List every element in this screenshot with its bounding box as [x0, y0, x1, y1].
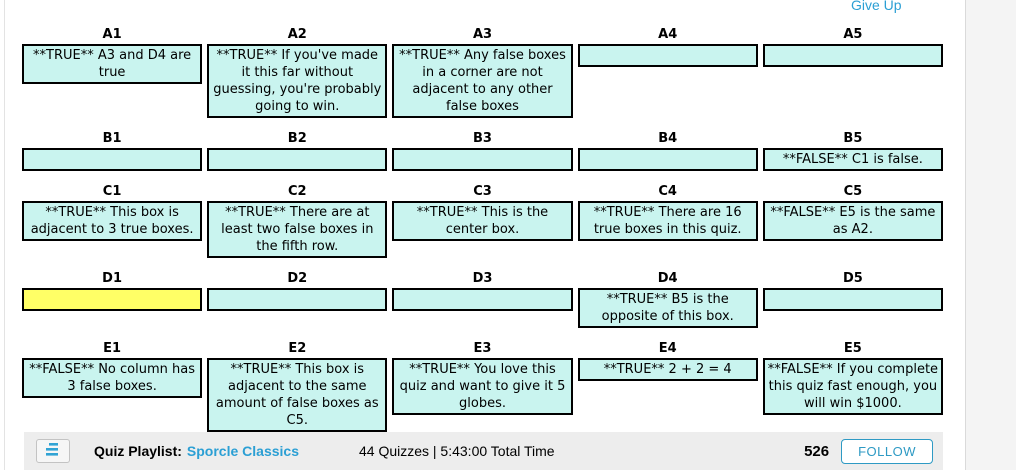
cell-label: D5 [842, 271, 863, 286]
answer-box-active[interactable] [22, 288, 203, 311]
quiz-cell: D5 [762, 271, 943, 311]
grid-row-b: B1 B2 B3 B4 B5 **FALSE** C1 is false. [22, 131, 943, 171]
answer-box: **TRUE** Any false boxes in a corner are… [392, 44, 573, 118]
answer-box: **TRUE** This box is adjacent to 3 true … [22, 201, 203, 241]
answer-box[interactable] [577, 44, 758, 67]
cell-label: B5 [843, 131, 863, 146]
answer-box[interactable] [762, 288, 943, 311]
grid-row-a: A1 **TRUE** A3 and D4 are true A2 **TRUE… [22, 27, 943, 118]
answer-box: **FALSE** If you complete this quiz fast… [762, 358, 943, 415]
cell-label: A2 [287, 27, 307, 42]
playlist-bar-right: 526 FOLLOW [804, 438, 933, 464]
quiz-cell: D4 **TRUE** B5 is the opposite of this b… [577, 271, 758, 328]
answer-box: **FALSE** E5 is the same as A2. [762, 201, 943, 241]
quiz-cell: C1 **TRUE** This box is adjacent to 3 tr… [22, 184, 203, 241]
cell-label: C5 [843, 184, 863, 199]
answer-box[interactable] [207, 148, 388, 171]
cell-label: D2 [287, 271, 308, 286]
quiz-cell: B3 [392, 131, 573, 171]
quiz-playlist-bar: Quiz Playlist: Sporcle Classics 44 Quizz… [24, 432, 943, 470]
quiz-cell: A4 [577, 27, 758, 67]
follow-button[interactable]: FOLLOW [841, 438, 933, 464]
answer-box[interactable] [577, 148, 758, 171]
cell-label: D1 [102, 271, 123, 286]
cell-label: C1 [102, 184, 122, 199]
quiz-cell: C2 **TRUE** There are at least two false… [207, 184, 388, 258]
cell-label: C2 [287, 184, 307, 199]
answer-box: **TRUE** You love this quiz and want to … [392, 358, 573, 415]
answer-box: **TRUE** This is the center box. [392, 201, 573, 241]
cell-label: E3 [473, 341, 492, 356]
quiz-cell: C3 **TRUE** This is the center box. [392, 184, 573, 241]
answer-box[interactable] [392, 288, 573, 311]
answer-box: **TRUE** If you've made it this far with… [207, 44, 388, 118]
playlist-icon [45, 443, 61, 459]
quiz-cell: E4 **TRUE** 2 + 2 = 4 [577, 341, 758, 381]
cell-label: E2 [288, 341, 307, 356]
answer-box[interactable] [392, 148, 573, 171]
quiz-cell: A1 **TRUE** A3 and D4 are true [22, 27, 203, 84]
cell-label: A1 [102, 27, 122, 42]
cell-label: C4 [658, 184, 677, 199]
playlist-meta: 44 Quizzes | 5:43:00 Total Time [358, 443, 555, 459]
cell-label: E4 [658, 341, 677, 356]
answer-box: **TRUE** A3 and D4 are true [22, 44, 203, 84]
cell-label: C3 [473, 184, 492, 199]
grid-row-c: C1 **TRUE** This box is adjacent to 3 tr… [22, 184, 943, 258]
quiz-cell: B1 [22, 131, 203, 171]
quiz-cell: B5 **FALSE** C1 is false. [762, 131, 943, 171]
cell-label: B1 [102, 131, 122, 146]
answer-box[interactable] [207, 288, 388, 311]
quiz-cell: B2 [207, 131, 388, 171]
give-up-link[interactable]: Give Up [851, 0, 902, 13]
quiz-cell: A2 **TRUE** If you've made it this far w… [207, 27, 388, 118]
quiz-cell: D1 [22, 271, 203, 311]
cell-label: B2 [287, 131, 307, 146]
answer-box: **TRUE** There are 16 true boxes in this… [577, 201, 758, 241]
cell-label: A4 [658, 27, 678, 42]
grid-row-d: D1 D2 D3 D4 **TRUE** B5 is the opposite … [22, 271, 943, 328]
quiz-cell: E2 **TRUE** This box is adjacent to the … [207, 341, 388, 432]
answer-box: **FALSE** No column has 3 false boxes. [22, 358, 203, 398]
cell-label: A5 [843, 27, 863, 42]
quiz-grid: A1 **TRUE** A3 and D4 are true A2 **TRUE… [22, 27, 943, 445]
playlist-name-link[interactable]: Sporcle Classics [186, 443, 299, 459]
answer-box[interactable] [762, 44, 943, 67]
answer-box: **TRUE** 2 + 2 = 4 [577, 358, 758, 381]
quiz-cell: B4 [577, 131, 758, 171]
cell-label: B3 [473, 131, 492, 146]
quiz-cell: A3 **TRUE** Any false boxes in a corner … [392, 27, 573, 118]
cell-label: E5 [843, 341, 862, 356]
playlist-button[interactable] [36, 439, 70, 463]
quiz-cell: E5 **FALSE** If you complete this quiz f… [762, 341, 943, 415]
right-gutter-panel [965, 0, 1016, 470]
cell-label: D3 [472, 271, 493, 286]
follower-count: 526 [804, 442, 830, 460]
cell-label: E1 [103, 341, 122, 356]
cell-label: D4 [657, 271, 678, 286]
answer-box[interactable] [22, 148, 203, 171]
quiz-cell: D2 [207, 271, 388, 311]
quiz-cell: C5 **FALSE** E5 is the same as A2. [762, 184, 943, 241]
answer-box: **TRUE** B5 is the opposite of this box. [577, 288, 758, 328]
grid-row-e: E1 **FALSE** No column has 3 false boxes… [22, 341, 943, 432]
quiz-cell: D3 [392, 271, 573, 311]
left-edge-divider [4, 0, 5, 470]
playlist-bar-label: Quiz Playlist: [94, 443, 182, 459]
answer-box: **TRUE** There are at least two false bo… [207, 201, 388, 258]
quiz-cell: E1 **FALSE** No column has 3 false boxes… [22, 341, 203, 398]
quiz-cell: E3 **TRUE** You love this quiz and want … [392, 341, 573, 415]
cell-label: B4 [658, 131, 678, 146]
answer-box: **TRUE** This box is adjacent to the sam… [207, 358, 388, 432]
cell-label: A3 [472, 27, 493, 42]
quiz-cell: C4 **TRUE** There are 16 true boxes in t… [577, 184, 758, 241]
answer-box: **FALSE** C1 is false. [762, 148, 943, 171]
quiz-cell: A5 [762, 27, 943, 67]
